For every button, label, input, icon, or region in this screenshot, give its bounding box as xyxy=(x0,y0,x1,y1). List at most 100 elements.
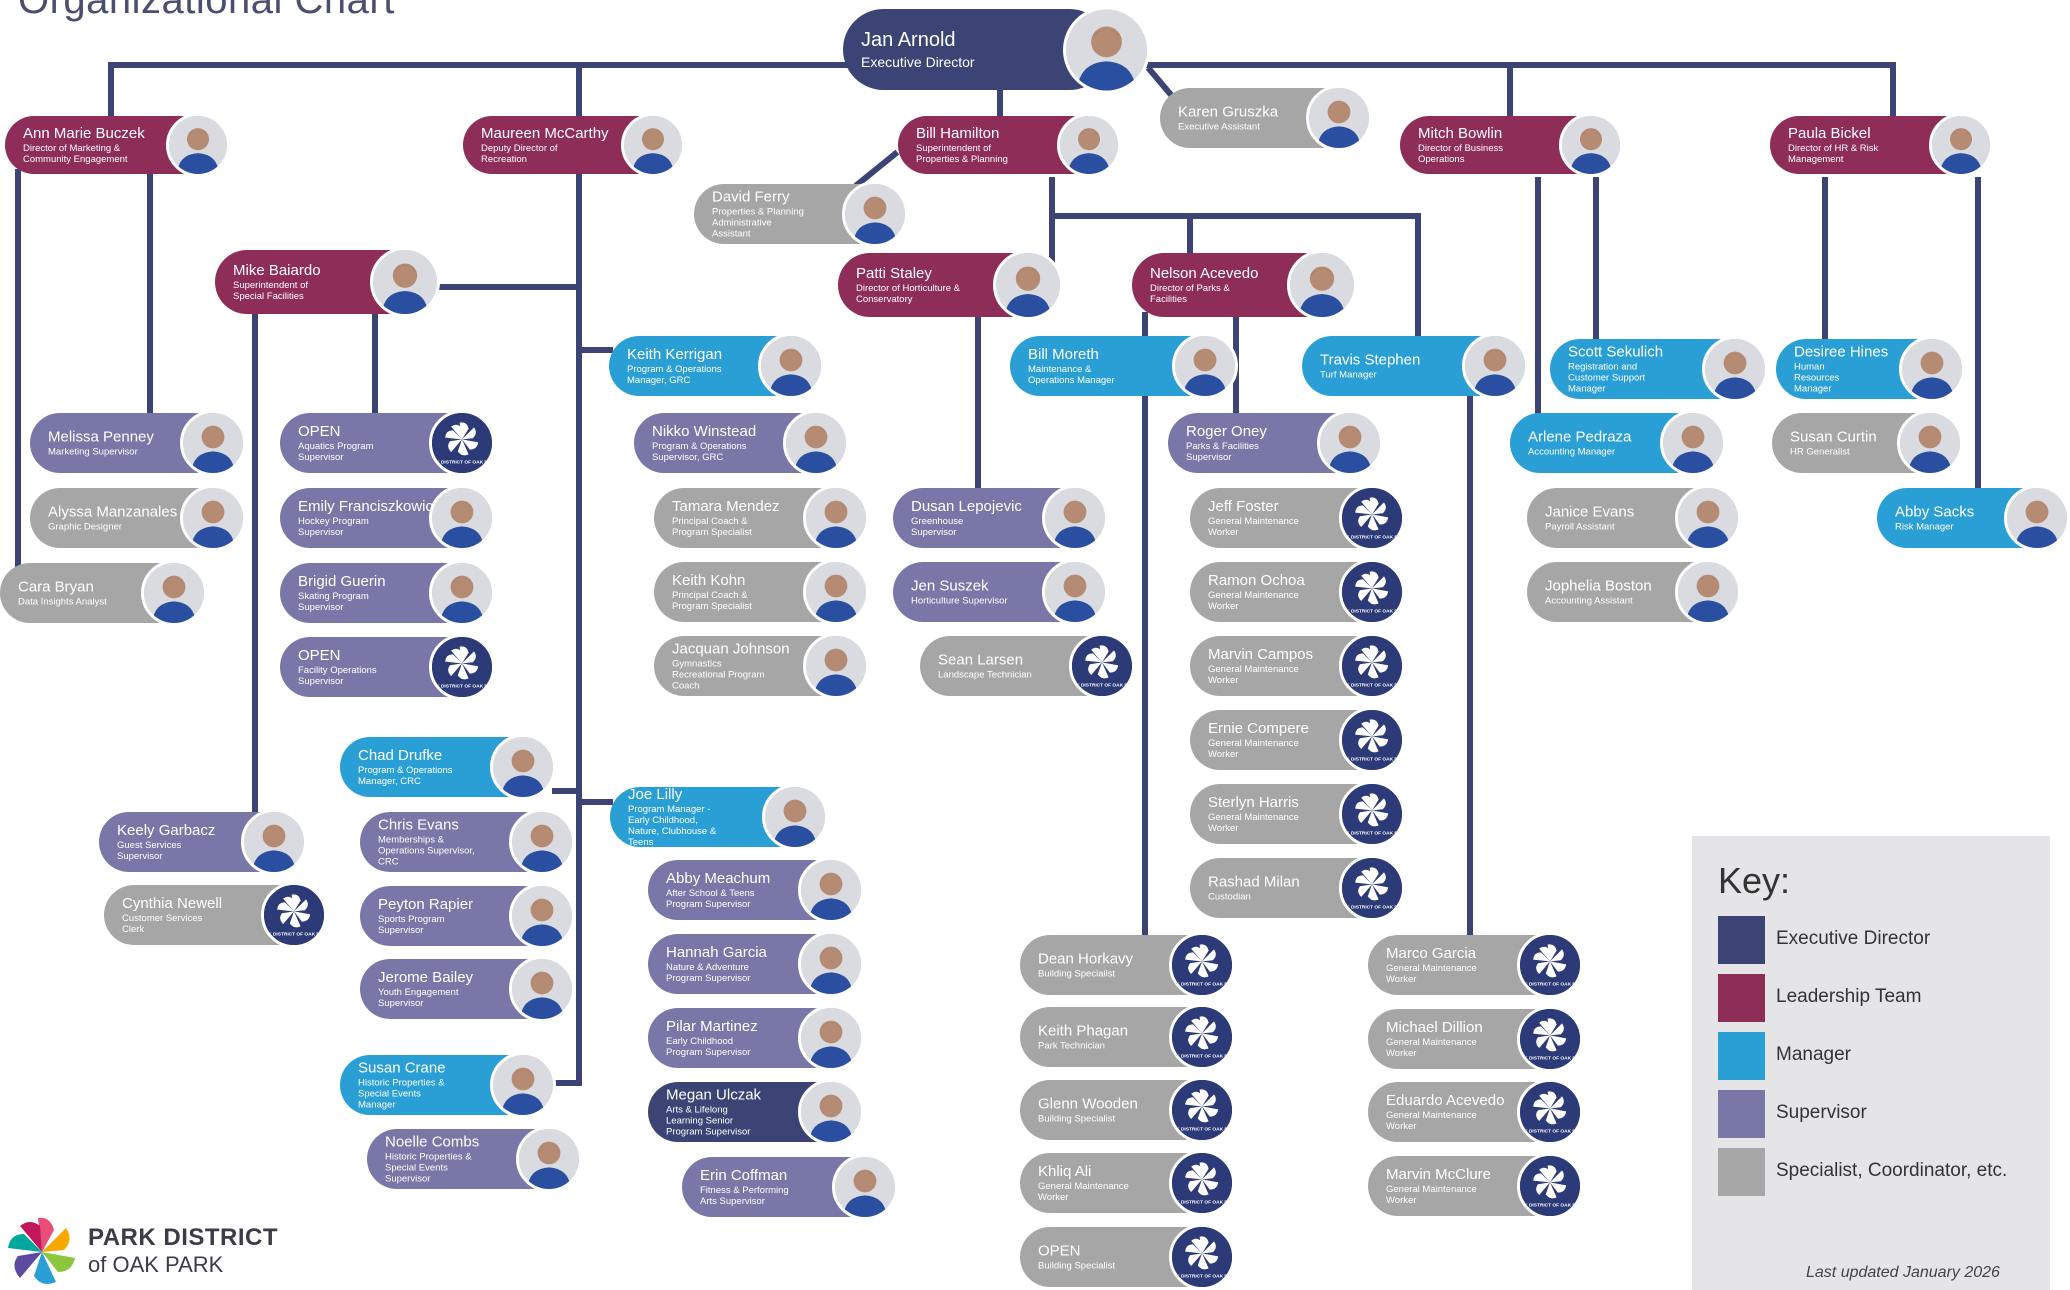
park-district-logo-icon: PARK DISTRICT OF OAK PARK xyxy=(429,634,495,700)
avatar xyxy=(509,883,575,949)
person-name: Chad Drufke xyxy=(358,747,443,764)
avatar xyxy=(180,485,246,551)
avatar xyxy=(832,1154,898,1220)
person-role: Guest Services Supervisor xyxy=(117,840,182,862)
key-swatch xyxy=(1718,1148,1765,1196)
person-role: Principal Coach & Program Specialist xyxy=(672,590,752,612)
avatar xyxy=(370,247,440,317)
person-name: Mitch Bowlin xyxy=(1418,125,1503,142)
avatar xyxy=(1675,485,1741,551)
last-updated: Last updated January 2026 xyxy=(1806,1264,2000,1281)
key-title: Key: xyxy=(1718,860,1791,901)
key-label: Specialist, Coordinator, etc. xyxy=(1776,1160,2008,1181)
person-name: OPEN xyxy=(298,647,341,664)
svg-text:PARK DISTRICT OF OAK PARK: PARK DISTRICT OF OAK PARK xyxy=(1342,608,1402,614)
avatar xyxy=(1057,113,1121,177)
person-name: Abby Meachum xyxy=(666,870,771,887)
svg-text:PARK DISTRICT OF OAK PARK: PARK DISTRICT OF OAK PARK xyxy=(1342,534,1402,540)
person-role: Historic Properties & Special Events Man… xyxy=(358,1077,445,1111)
person-name: Jan Arnold xyxy=(861,28,956,51)
person-role: Data Insights Analyst xyxy=(18,596,107,608)
person-name: Khliq Ali xyxy=(1038,1163,1092,1180)
brand-name: PARK DISTRICT xyxy=(88,1224,279,1251)
avatar xyxy=(1929,113,1993,177)
svg-text:PARK DISTRICT OF OAK PARK: PARK DISTRICT OF OAK PARK xyxy=(1172,1053,1232,1059)
person-role: Program & Operations Manager, GRC xyxy=(627,364,722,386)
person-role: General Maintenance Worker xyxy=(1386,1037,1477,1059)
person-role: Accounting Assistant xyxy=(1545,595,1633,607)
person-role: General Maintenance Worker xyxy=(1208,738,1299,760)
svg-text:PARK DISTRICT OF OAK PARK: PARK DISTRICT OF OAK PARK xyxy=(1172,1126,1232,1132)
brand-logo: PARK DISTRICT of OAK PARK xyxy=(0,1210,300,1290)
person-role: General Maintenance Worker xyxy=(1386,1110,1477,1132)
person-role: Early Childhood Program Supervisor xyxy=(666,1036,751,1058)
person-role: Principal Coach & Program Specialist xyxy=(672,516,752,538)
person-name: Mike Baiardo xyxy=(233,262,321,279)
person-role: Director of Parks & Facilities xyxy=(1150,283,1230,305)
person-name: Bill Hamilton xyxy=(916,125,1000,142)
avatar xyxy=(509,809,575,875)
connector xyxy=(15,169,153,583)
avatar xyxy=(993,250,1063,320)
avatar xyxy=(429,485,495,551)
person-role: Greenhouse Supervisor xyxy=(911,516,964,538)
person-role: Human Resources Manager xyxy=(1794,361,1840,395)
person-role: Park Technician xyxy=(1038,1040,1105,1052)
avatar xyxy=(798,1079,864,1145)
avatar xyxy=(842,181,908,247)
person-role: Director of HR & Risk Management xyxy=(1788,143,1879,165)
connector xyxy=(437,169,613,1086)
person-name: Joe Lilly xyxy=(628,786,683,803)
svg-text:PARK DISTRICT OF OAK PARK: PARK DISTRICT OF OAK PARK xyxy=(1520,1128,1580,1134)
person-role: Skating Program Supervisor xyxy=(298,591,369,613)
person-role: Superintendent of Special Facilities xyxy=(233,280,309,302)
person-name: David Ferry xyxy=(712,188,790,206)
person-name: Cara Bryan xyxy=(18,578,94,596)
avatar xyxy=(758,333,824,399)
avatar xyxy=(1042,559,1108,625)
svg-text:PARK DISTRICT OF OAK PARK: PARK DISTRICT OF OAK PARK xyxy=(1520,1202,1580,1208)
avatar xyxy=(1559,113,1623,177)
avatar xyxy=(180,410,246,476)
connector xyxy=(1822,177,1981,498)
person-name: Maureen McCarthy xyxy=(481,125,609,142)
person-name: OPEN xyxy=(1038,1242,1081,1260)
connector xyxy=(252,312,378,828)
person-name: Scott Sekulich xyxy=(1568,343,1664,361)
avatar xyxy=(762,784,828,850)
person-name: Arlene Pedraza xyxy=(1528,428,1632,446)
avatar xyxy=(509,956,575,1022)
person-role: Director of Horticulture & Conservatory xyxy=(856,283,961,305)
person-role: Custodian xyxy=(1208,891,1251,903)
park-district-logo-icon: PARK DISTRICT OF OAK PARK xyxy=(1517,932,1583,998)
person-name: Nikko Winstead xyxy=(652,423,757,440)
person-name: Jacquan Johnson xyxy=(672,640,790,658)
person-name: OPEN xyxy=(298,423,341,440)
avatar xyxy=(241,809,307,875)
person-role: After School & Teens Program Supervisor xyxy=(666,888,755,910)
svg-text:PARK DISTRICT OF OAK PARK: PARK DISTRICT OF OAK PARK xyxy=(1520,981,1580,987)
park-district-logo-icon: PARK DISTRICT OF OAK PARK xyxy=(1169,1004,1235,1070)
person-name: Susan Crane xyxy=(358,1059,446,1077)
park-district-logo-icon: PARK DISTRICT OF OAK PARK xyxy=(1339,707,1405,773)
person-name: Brigid Guerin xyxy=(298,573,386,590)
person-name: Pilar Martinez xyxy=(666,1018,758,1035)
person-role: Customer Services Clerk xyxy=(122,913,203,935)
